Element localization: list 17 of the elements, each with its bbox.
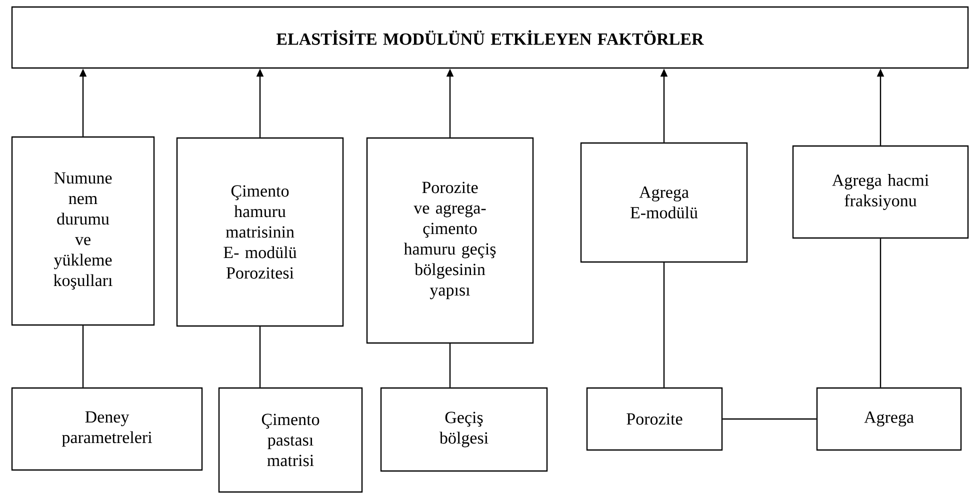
factor-box: Agrega E-modülü (580, 142, 748, 263)
factor-box: Porozite (586, 387, 723, 451)
connector-line (663, 262, 665, 388)
connector-line (259, 326, 261, 388)
factor-box: Agrega hacmi fraksiyonu (792, 145, 969, 239)
factor-box: Çimento hamuru matrisinin E- modülü Porozitesi (176, 137, 344, 327)
connector-line (82, 326, 84, 388)
title-box: ELASTİSİTE MODÜLÜNÜ ETKİLEYEN FAKTÖRLER (11, 6, 969, 69)
factor-box: Çimento pastası matrisi (218, 387, 363, 493)
factor-box: Deney parametreleri (11, 387, 203, 471)
connector-line (449, 344, 451, 388)
connector-line (722, 418, 816, 420)
connector-line (880, 238, 882, 388)
factor-box: Porozite ve agrega- çimento hamuru geçiş bölgesinin yapısı (366, 137, 534, 344)
factor-box: Numune nem durumu ve yükleme koşulları (11, 136, 155, 326)
factor-box: Geçiş bölgesi (380, 387, 548, 472)
factor-box: Agrega (816, 387, 962, 451)
